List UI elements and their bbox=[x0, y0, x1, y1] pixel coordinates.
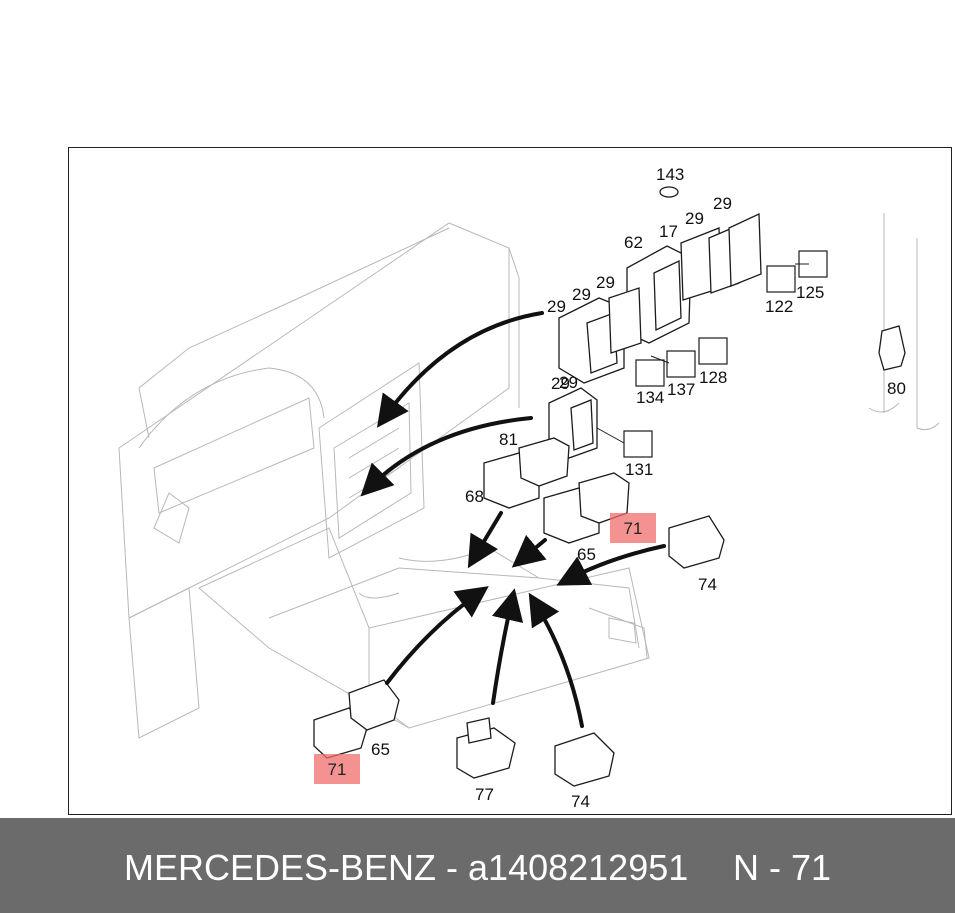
callout-77: 77 bbox=[475, 785, 494, 804]
callout-29: 29 bbox=[713, 194, 732, 213]
callout-29: 29 bbox=[551, 374, 570, 393]
callout-17: 17 bbox=[659, 222, 678, 241]
callout-29: 29 bbox=[685, 209, 704, 228]
footer-part-ref: N - 71 bbox=[733, 847, 832, 888]
symbol-box-128 bbox=[698, 337, 728, 365]
callout-68: 68 bbox=[465, 487, 484, 506]
symbol-box-122 bbox=[766, 265, 796, 293]
callout-134: 134 bbox=[636, 388, 665, 407]
callout-125: 125 bbox=[796, 283, 825, 302]
callout-29: 29 bbox=[596, 273, 615, 292]
callout-71-highlighted[interactable]: 71 bbox=[314, 754, 360, 784]
callout-71-highlighted[interactable]: 71 bbox=[610, 513, 656, 543]
symbol-box-134 bbox=[635, 359, 665, 387]
footer-bar: MERCEDES-BENZ - a1408212951 N - 71 bbox=[0, 818, 955, 913]
callout-29: 29 bbox=[547, 297, 566, 316]
callout-137: 137 bbox=[667, 380, 696, 399]
symbol-box-137 bbox=[666, 350, 696, 378]
callout-62: 62 bbox=[624, 233, 643, 252]
callout-81: 81 bbox=[499, 430, 518, 449]
footer-brand: MERCEDES-BENZ - a1408212951 bbox=[124, 847, 689, 888]
callout-131: 131 bbox=[625, 460, 654, 479]
exploded-parts-diagram bbox=[118, 186, 940, 787]
symbol-box-131 bbox=[623, 430, 653, 458]
leader-lines bbox=[596, 263, 809, 444]
dashboard-outline bbox=[118, 213, 940, 739]
arrows bbox=[360, 311, 666, 728]
switch-sketches bbox=[313, 186, 906, 787]
callout-65: 65 bbox=[577, 545, 596, 564]
callout-29: 29 bbox=[572, 285, 591, 304]
callout-128: 128 bbox=[699, 368, 728, 387]
symbol-boxes bbox=[623, 250, 828, 458]
callout-80: 80 bbox=[887, 379, 906, 398]
callout-122: 122 bbox=[765, 297, 794, 316]
callout-74: 74 bbox=[571, 792, 590, 811]
callout-29: 29 bbox=[559, 373, 578, 392]
callout-74: 74 bbox=[698, 575, 717, 594]
diagram-frame: 143 17 29 29 29 62 29 29 29 125 122 128 … bbox=[68, 147, 952, 815]
callout-65: 65 bbox=[371, 740, 390, 759]
callout-143: 143 bbox=[656, 165, 685, 184]
